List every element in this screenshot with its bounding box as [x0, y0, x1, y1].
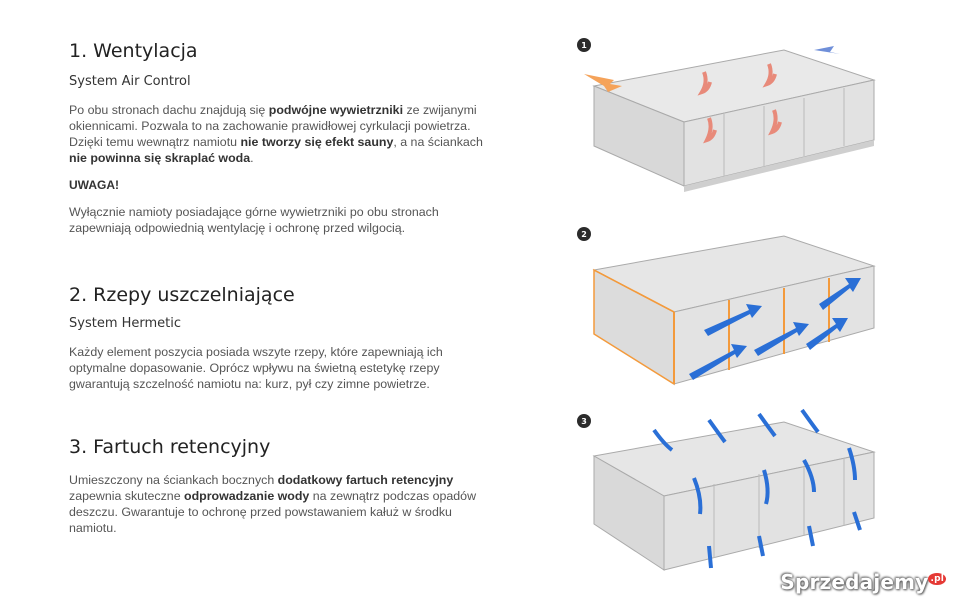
blocked-air-arrow: [754, 322, 809, 356]
section-paragraph: Po obu stronach dachu znajdują się podwó…: [69, 103, 483, 165]
watermark-logo: Sprzedajemy.pl: [780, 570, 946, 594]
step-number-badge: 1: [577, 38, 591, 52]
section-subtitle: System Air Control: [69, 74, 191, 89]
section-title: 3. Fartuch retencyjny: [69, 436, 271, 458]
tent-diagram-3: [592, 408, 876, 571]
warning-label: UWAGA!: [69, 178, 119, 192]
rain-flow-arrows: [652, 408, 862, 569]
blocked-air-arrow: [806, 318, 848, 350]
section-retention: 3. Fartuch retencyjny Umieszczony na ści…: [69, 436, 499, 536]
section-paragraph: Umieszczony na ściankach bocznych dodatk…: [69, 473, 477, 535]
tent-hermetic-illustration: 2: [574, 224, 884, 389]
tent-ventilation-illustration: 1: [574, 36, 884, 196]
section-title: 2. Rzepy uszczelniające: [69, 284, 295, 306]
section-paragraph: Każdy element poszycia posiada wszyte rz…: [69, 345, 443, 391]
warm-air-arrow: [768, 109, 782, 136]
section-ventilation: 1. Wentylacja System Air Control Po obu …: [69, 40, 499, 236]
step-number-badge: 2: [577, 227, 591, 241]
section-hermetic: 2. Rzepy uszczelniające System Hermetic …: [69, 284, 499, 392]
tent-retention-illustration: 3: [574, 408, 884, 583]
air-outflow-arrow: [814, 46, 840, 54]
section-subtitle: System Hermetic: [69, 316, 182, 331]
tent-diagram-2: [592, 235, 876, 386]
section-title: 1. Wentylacja: [69, 40, 198, 62]
section-paragraph: Wyłącznie namioty posiadające górne wywi…: [69, 205, 439, 235]
blocked-air-arrow: [689, 344, 747, 380]
warm-air-arrow: [703, 117, 717, 144]
air-inflow-arrow: [584, 74, 622, 92]
step-number-badge: 3: [577, 414, 591, 428]
warm-air-arrow: [697, 71, 712, 96]
blocked-air-arrow: [704, 304, 762, 336]
warm-air-arrow: [762, 63, 777, 88]
tent-diagram-1: [584, 46, 876, 192]
blocked-air-arrow: [819, 278, 861, 310]
